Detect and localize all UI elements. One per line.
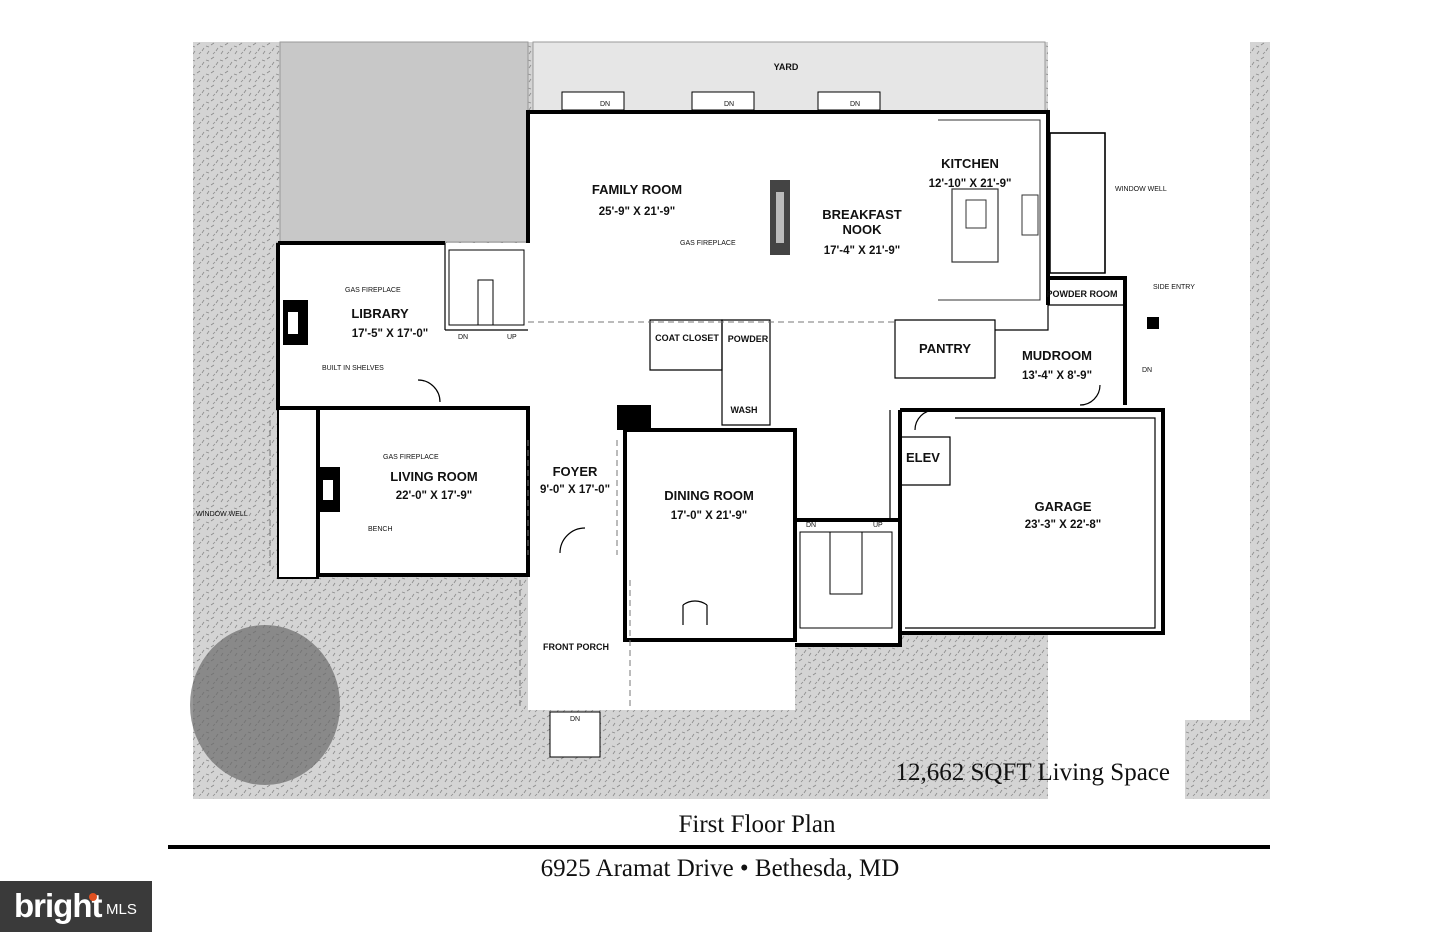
powder-label: POWDER <box>728 334 769 344</box>
library-dim: 17'-5" X 17'-0" <box>352 328 428 340</box>
library-name: LIBRARY <box>351 306 409 321</box>
living-room-dim: 22'-0" X 17'-9" <box>396 490 472 502</box>
main-stair-up: UP <box>873 522 883 529</box>
family-room-dim: 25'-9" X 21'-9" <box>599 206 675 218</box>
shelves-note: BUILT IN SHELVES <box>322 365 384 372</box>
side-entry-note: SIDE ENTRY <box>1153 284 1195 291</box>
sqft-label: 12,662 SQFT Living Space <box>895 759 1170 786</box>
garage-dim: 23'-3" X 22'-8" <box>1025 519 1101 531</box>
breakfast-name-1: BREAKFAST <box>822 207 902 222</box>
living-fireplace-note: GAS FIREPLACE <box>383 454 439 461</box>
family-fireplace-note: GAS FIREPLACE <box>680 240 736 247</box>
tree <box>190 625 340 785</box>
stair-dn: DN <box>458 334 468 341</box>
dining-room-dim: 17'-0" X 21'-9" <box>671 510 747 522</box>
bench-note: BENCH <box>368 526 393 533</box>
powder-room-label: POWDER ROOM <box>1047 289 1118 299</box>
elev-label: ELEV <box>906 450 940 465</box>
living-room-name: LIVING ROOM <box>390 469 477 484</box>
house-footprint <box>278 112 1163 645</box>
logo-text: bright <box>14 887 102 924</box>
side-dn: DN <box>1142 367 1152 374</box>
wash-label: WASH <box>731 405 758 415</box>
porch-dn: DN <box>570 716 580 723</box>
mudroom-dim: 13'-4" X 8'-9" <box>1022 370 1092 382</box>
coat-closet-label: COAT CLOSET <box>655 333 719 343</box>
dn-label-3: DN <box>850 101 860 108</box>
garage-name: GARAGE <box>1034 499 1091 514</box>
main-stair <box>799 531 893 629</box>
breakfast-dim: 17'-4" X 21'-9" <box>824 245 900 257</box>
breakfast-name-2: NOOK <box>843 222 883 237</box>
divider <box>168 845 1270 849</box>
window-well-note-right: WINDOW WELL <box>1115 186 1167 193</box>
front-porch-label: FRONT PORCH <box>543 642 609 652</box>
dn-label-1: DN <box>600 101 610 108</box>
dn-label-2: DN <box>724 101 734 108</box>
rear-steps <box>561 91 881 111</box>
mudroom-name: MUDROOM <box>1022 348 1092 363</box>
stair-up: UP <box>507 334 517 341</box>
main-stair-dn: DN <box>806 522 816 529</box>
plan-title: First Floor Plan <box>679 811 836 838</box>
library-stair <box>448 249 525 326</box>
logo-mls: MLS <box>106 901 137 918</box>
address: 6925 Aramat Drive • Bethesda, MD <box>541 855 900 882</box>
bright-mls-logo: bright MLS <box>0 881 152 932</box>
dining-room-name: DINING ROOM <box>664 488 754 503</box>
logo-dot-icon <box>89 893 97 901</box>
yard-label: YARD <box>774 62 799 72</box>
foyer-dim: 9'-0" X 17'-0" <box>540 484 610 496</box>
window-well-note-left: WINDOW WELL <box>196 511 248 518</box>
pantry-label: PANTRY <box>919 341 971 356</box>
family-room-name: FAMILY ROOM <box>592 182 682 197</box>
kitchen-dim: 12'-10" X 21'-9" <box>929 178 1012 190</box>
kitchen-name: KITCHEN <box>941 156 999 171</box>
foyer-name: FOYER <box>553 464 598 479</box>
library-fireplace-note: GAS FIREPLACE <box>345 287 401 294</box>
